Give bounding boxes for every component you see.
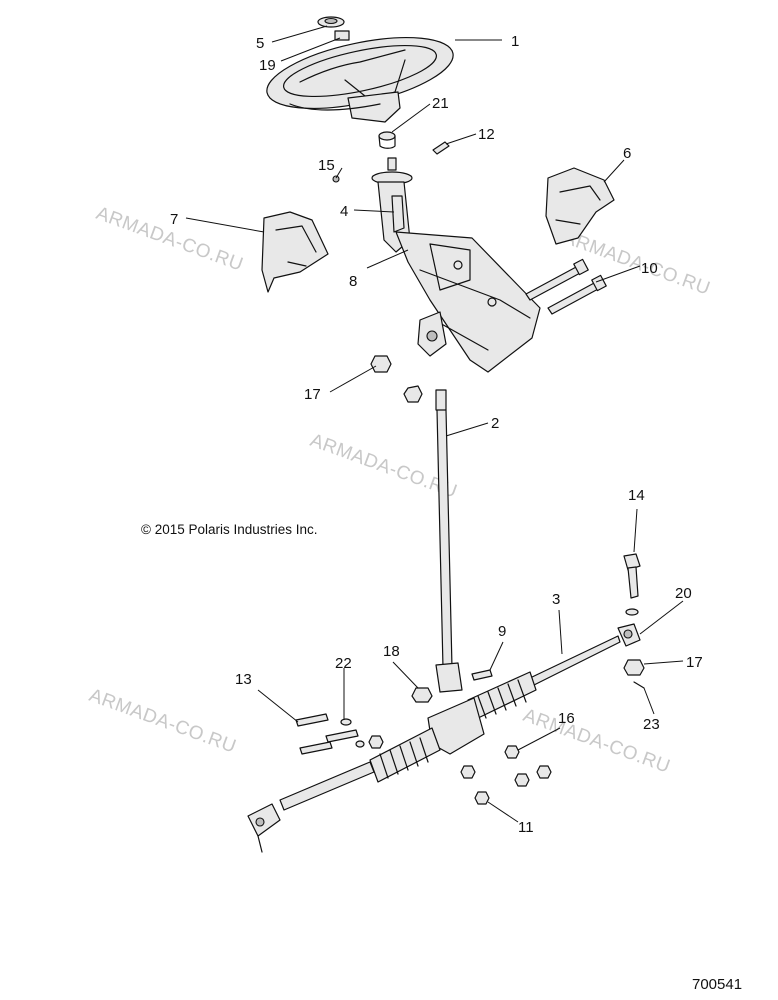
nut-rack-4 [536,765,552,779]
callout-3: 3 [552,591,560,608]
bolts-10 [525,258,607,315]
callout-23: 23 [643,716,660,733]
nut-lower-column [403,385,423,403]
washer-small [355,740,365,748]
callouts: 1 5 19 21 12 15 6 4 7 8 10 17 2 14 20 3 … [170,33,703,836]
callout-19: 19 [259,57,276,74]
watermarks: ARMADA-CO.RU ARMADA-CO.RU ARMADA-CO.RU A… [86,203,713,778]
document-number: 700541 [692,976,742,993]
callout-10: 10 [641,260,658,277]
leader-lines [185,25,684,823]
side-panel-right [545,167,615,245]
callout-18: 18 [383,643,400,660]
callout-7: 7 [170,211,178,228]
callout-6: 6 [623,145,631,162]
steering-column [371,157,541,373]
spacer [378,131,396,149]
nut-rack-3 [514,773,530,787]
nut-17-lower [623,659,645,676]
callout-11: 11 [518,819,534,836]
nut-17-upper [370,355,392,373]
callout-16: 16 [558,710,575,727]
callout-4: 4 [340,203,348,220]
side-panel-left [261,211,329,293]
callout-12: 12 [478,126,495,143]
callout-17-lower: 17 [686,654,703,671]
callout-22: 22 [335,655,352,672]
callout-2: 2 [491,415,499,432]
nut-11 [474,791,490,805]
wheel-nut [334,30,350,41]
bolt-14 [623,553,641,599]
callout-14: 14 [628,487,645,504]
nut-rack-2 [460,765,476,779]
steering-wheel [266,37,454,123]
cotter-pin-23 [633,681,645,689]
nut-16 [504,745,520,759]
intermediate-shaft [435,389,463,693]
bolts-13 [295,713,359,755]
washer-20 [625,608,639,616]
callout-9: 9 [498,623,506,640]
callout-13: 13 [235,671,252,688]
nut-rack-1 [368,735,384,749]
nut-18 [411,687,433,703]
callout-1: 1 [511,33,519,50]
callout-20: 20 [675,585,692,602]
callout-8: 8 [349,273,357,290]
center-cap [317,16,345,28]
small-ball [332,175,340,183]
watermark-3: ARMADA-CO.RU [307,430,460,503]
callout-15: 15 [318,157,335,174]
callout-5: 5 [256,35,264,52]
watermark-4: ARMADA-CO.RU [86,685,239,758]
steering-rack [247,623,641,853]
washer-22 [340,718,352,726]
pin [432,141,450,155]
callout-21: 21 [432,95,449,112]
copyright-text: © 2015 Polaris Industries Inc. [141,522,318,537]
callout-17-upper: 17 [304,386,321,403]
bolt-9 [471,669,493,681]
